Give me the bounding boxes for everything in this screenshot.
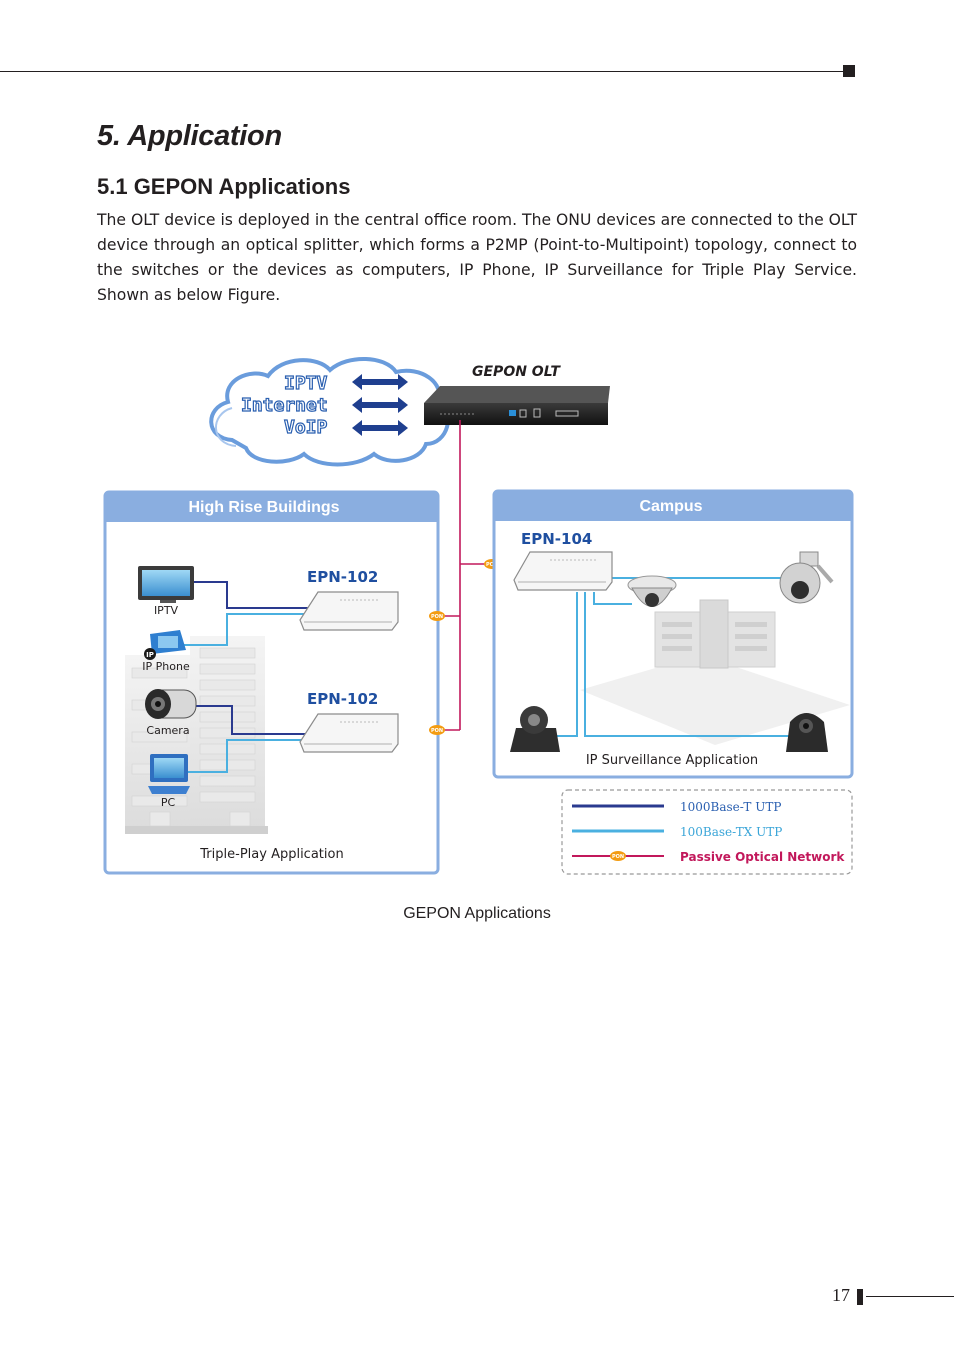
high-rise-title: High Rise Buildings xyxy=(188,499,339,516)
pon-tag-2: PON xyxy=(429,725,445,735)
header-square-mark xyxy=(843,65,855,77)
pc-label: PC xyxy=(161,796,176,809)
onu-device-campus xyxy=(513,551,613,591)
ip-badge: IP xyxy=(146,651,154,659)
ptz-camera-icon xyxy=(779,551,834,604)
high-rise-links xyxy=(182,581,318,773)
cloud-label-internet: Internet xyxy=(241,395,328,416)
pon-tag-text-1: PON xyxy=(431,614,443,620)
pon-tag-text-2: PON xyxy=(431,728,443,734)
footer-rule xyxy=(866,1296,954,1297)
intro-paragraph: The OLT device is deployed in the centra… xyxy=(97,211,857,304)
chapter-title: 5. Application xyxy=(97,120,282,152)
cloud-label-iptv: IPTV xyxy=(284,373,328,394)
campus-building-illustration xyxy=(580,599,850,745)
footer-mark xyxy=(857,1289,863,1305)
gepon-diagram: IPTV Internet VoIP GEPON OLT High Rise B… xyxy=(103,357,854,875)
service-arrows xyxy=(352,374,408,436)
legend xyxy=(561,789,853,875)
page-number: 17 xyxy=(832,1285,850,1305)
legend-pon-label: Passive Optical Network xyxy=(680,850,845,864)
dome-camera-icon xyxy=(627,575,677,607)
figure-caption: GEPON Applications xyxy=(403,905,551,922)
camera-label: Camera xyxy=(146,724,189,737)
campus-title: Campus xyxy=(639,498,702,515)
tv-icon xyxy=(138,566,194,603)
pan-tilt-camera-icon xyxy=(510,706,560,752)
onu-device-2 xyxy=(299,713,399,753)
section-title: 5.1 GEPON Applications xyxy=(97,174,351,199)
cube-camera-icon xyxy=(786,713,828,752)
olt-label: GEPON OLT xyxy=(472,364,561,380)
legend-pon-tag-text: PON xyxy=(612,854,624,860)
ip-phone-label: IP Phone xyxy=(142,660,190,673)
onu-label-2: EPN-102 xyxy=(307,690,378,708)
onu-device-1 xyxy=(299,591,399,631)
triple-play-label: Triple-Play Application xyxy=(199,847,343,862)
onu-label-1: EPN-102 xyxy=(307,568,378,586)
onu-label-campus: EPN-104 xyxy=(521,530,592,548)
buildings-illustration xyxy=(125,636,268,834)
cloud-label-voip: VoIP xyxy=(284,417,328,438)
ip-surveillance-label: IP Surveillance Application xyxy=(586,753,758,768)
ip-phone-icon xyxy=(144,630,186,660)
header-rule xyxy=(0,71,848,72)
legend-gigabit-label: 1000Base-T UTP xyxy=(680,800,781,814)
pon-tag-1: PON xyxy=(429,611,445,621)
legend-fast-label: 100Base-TX UTP xyxy=(680,825,782,839)
internet-cloud xyxy=(209,357,450,467)
camera-icon xyxy=(145,689,197,719)
pc-icon xyxy=(148,754,190,794)
olt-device xyxy=(424,386,610,425)
iptv-label: IPTV xyxy=(154,604,179,617)
pon-tag-text-3: PON xyxy=(486,562,498,568)
